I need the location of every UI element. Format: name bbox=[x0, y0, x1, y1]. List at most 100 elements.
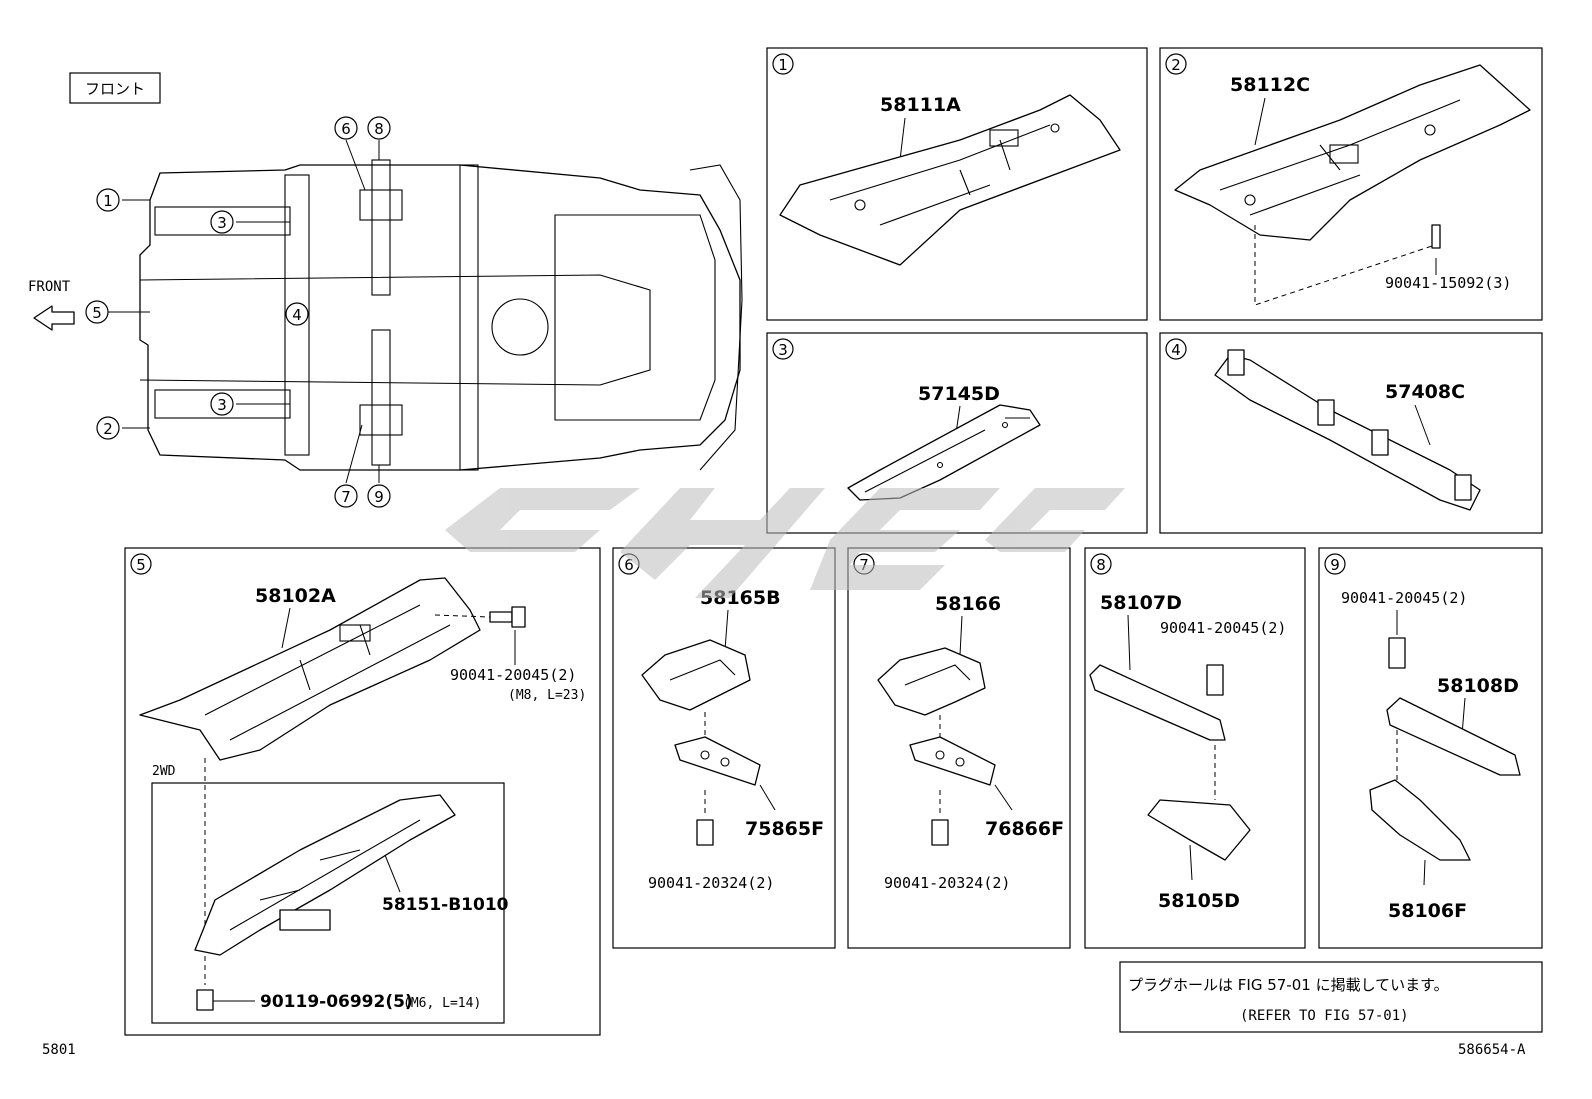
front-jp-label-box bbox=[69, 72, 161, 104]
subpanel-2wd bbox=[151, 782, 505, 1024]
bolt-icon-9 bbox=[1388, 637, 1406, 669]
fastener-icon bbox=[1431, 224, 1441, 249]
panel-8: 8 58107D 90041-20045(2) 58105D bbox=[1084, 547, 1306, 949]
tunnel-floor-icon bbox=[139, 577, 481, 761]
svg-text:2: 2 bbox=[1171, 56, 1181, 74]
part-57145D: 57145D bbox=[918, 383, 1000, 405]
bolt-90041-20045-8: 90041-20045(2) bbox=[1160, 619, 1286, 637]
bracket-58165B-icon bbox=[641, 639, 751, 711]
overview-callout-4: 4 bbox=[285, 302, 309, 326]
cross-member-4 bbox=[284, 174, 310, 456]
panel-2: 2 58112C 90041-15092(3) bbox=[1159, 47, 1543, 321]
floor-tunnel bbox=[139, 274, 651, 386]
part-58102A: 58102A bbox=[255, 585, 336, 607]
note-jp: プラグホールは FIG 57-01 に掲載しています。 bbox=[1128, 976, 1449, 994]
bracket-75865F-icon bbox=[674, 736, 761, 786]
svg-text:5: 5 bbox=[92, 304, 102, 322]
overview-callout-3a: 3 bbox=[210, 210, 234, 234]
front-arrow-icon bbox=[33, 305, 75, 331]
svg-text:7: 7 bbox=[341, 488, 351, 506]
bracket-58106F-icon bbox=[1369, 779, 1471, 861]
part-58106F: 58106F bbox=[1388, 900, 1467, 922]
bracket-lower-pad bbox=[359, 404, 403, 436]
bolt-90041-20324-6: 90041-20324(2) bbox=[648, 874, 774, 892]
bolt-90041-20045: 90041-20045(2) bbox=[450, 666, 576, 684]
svg-text:1: 1 bbox=[778, 56, 788, 74]
part-58107D: 58107D bbox=[1100, 592, 1182, 614]
bracket-58105D-icon bbox=[1147, 799, 1251, 861]
svg-text:4: 4 bbox=[1171, 341, 1181, 359]
overview-callout-5: 5 bbox=[85, 300, 109, 324]
svg-text:8: 8 bbox=[374, 120, 384, 138]
part-58151-B1010: 58151-B1010 bbox=[382, 895, 509, 915]
cross-member-icon bbox=[1214, 354, 1481, 511]
bracket-76866F-icon bbox=[909, 736, 996, 786]
note-box: プラグホールは FIG 57-01 に掲載しています。 (REFER TO FI… bbox=[1119, 961, 1543, 1033]
front-jp-label: フロント bbox=[85, 80, 145, 98]
rear-panel-edge bbox=[689, 164, 743, 471]
bolt-90041-20324-7: 90041-20324(2) bbox=[884, 874, 1010, 892]
rail-upper bbox=[154, 206, 291, 236]
overview-callout-6: 6 bbox=[334, 116, 358, 140]
illustration-code: 586654-A bbox=[1458, 1042, 1526, 1058]
part-58112C: 58112C bbox=[1230, 74, 1310, 96]
bolt-icon-6 bbox=[696, 819, 714, 846]
floor-pan-front-lh-icon bbox=[1174, 64, 1531, 241]
bolt-m6-icon bbox=[196, 989, 214, 1011]
svg-text:2: 2 bbox=[103, 420, 113, 438]
part-58105D: 58105D bbox=[1158, 890, 1240, 912]
part-76866F: 76866F bbox=[985, 818, 1064, 840]
panel-1: 1 58111A bbox=[766, 47, 1148, 321]
overview-callout-7: 7 bbox=[334, 484, 358, 508]
page-ref: 5801 bbox=[42, 1042, 76, 1058]
overview-callout-3b: 3 bbox=[210, 392, 234, 416]
svg-text:9: 9 bbox=[1330, 556, 1340, 574]
watermark-logo bbox=[445, 488, 1125, 598]
panel-6: 6 58165B 75865F 90041-20324(2) bbox=[612, 547, 836, 949]
part-75865F: 75865F bbox=[745, 818, 824, 840]
svg-text:3: 3 bbox=[217, 396, 227, 414]
svg-text:9: 9 bbox=[374, 488, 384, 506]
bolt-icon-7 bbox=[931, 819, 949, 846]
floor-pan-front-rh-icon bbox=[779, 94, 1121, 266]
part-57408C: 57408C bbox=[1385, 381, 1465, 403]
overview-callout-8: 8 bbox=[367, 116, 391, 140]
bracket-upper-pad bbox=[359, 189, 403, 221]
overview-callout-1: 1 bbox=[96, 188, 120, 212]
spare-tire-well bbox=[491, 298, 549, 356]
bracket-lower bbox=[371, 329, 391, 466]
overview-floor: フロント FRONT bbox=[28, 72, 743, 484]
front-en-label: FRONT bbox=[28, 279, 71, 295]
part-58111A: 58111A bbox=[880, 94, 961, 116]
bracket-58166-icon bbox=[877, 647, 986, 716]
panel-4: 4 57408C bbox=[1159, 332, 1543, 534]
svg-text:6: 6 bbox=[341, 120, 351, 138]
panel-5: 5 58102A 90041-20045(2) (M8, L=23) 2WD 5… bbox=[124, 547, 601, 1036]
fastener-90041-15092: 90041-15092(3) bbox=[1385, 274, 1511, 292]
svg-text:3: 3 bbox=[778, 341, 788, 359]
svg-text:6: 6 bbox=[624, 556, 634, 574]
svg-text:8: 8 bbox=[1096, 556, 1106, 574]
bracket-upper bbox=[371, 159, 391, 296]
rear-cross-member bbox=[459, 164, 479, 471]
bolt-90119-06992: 90119-06992(5) bbox=[260, 992, 413, 1012]
part-58108D: 58108D bbox=[1437, 675, 1519, 697]
svg-text:3: 3 bbox=[217, 214, 227, 232]
bracket-58108D-icon bbox=[1386, 697, 1521, 776]
bolt-icon bbox=[489, 611, 513, 623]
svg-text:1: 1 bbox=[103, 192, 113, 210]
panel-9: 9 90041-20045(2) 58108D 58106F bbox=[1318, 547, 1543, 949]
bracket-58107D-icon bbox=[1089, 664, 1226, 741]
bolt-90041-20045-9: 90041-20045(2) bbox=[1341, 589, 1467, 607]
rear-floor-pan bbox=[554, 214, 716, 421]
svg-text:4: 4 bbox=[292, 306, 302, 324]
bolt-icon-8 bbox=[1206, 664, 1224, 696]
part-58166: 58166 bbox=[935, 593, 1001, 615]
panel-7: 7 58166 76866F 90041-20324(2) bbox=[847, 547, 1071, 949]
label-2wd: 2WD bbox=[152, 764, 176, 779]
overview-callout-9: 9 bbox=[367, 484, 391, 508]
overview-callout-2: 2 bbox=[96, 416, 120, 440]
svg-text:5: 5 bbox=[136, 556, 146, 574]
bolt-spec-m8: (M8, L=23) bbox=[508, 688, 586, 703]
